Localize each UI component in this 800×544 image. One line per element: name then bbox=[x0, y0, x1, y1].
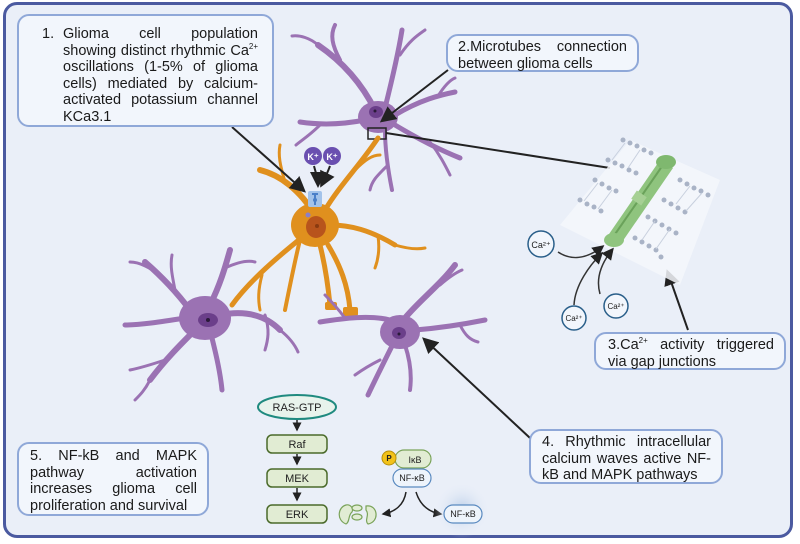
callout-1-text-a: Glioma cell population showing distinct … bbox=[63, 26, 258, 59]
callout-1-pointer bbox=[231, 126, 306, 193]
mek-node bbox=[266, 468, 328, 488]
callout-5-proliferation: 5. NF-kB and MAPK pathway activation inc… bbox=[17, 442, 209, 516]
raf-node bbox=[266, 434, 328, 454]
callout-1-ion-charge: 2+ bbox=[248, 41, 259, 51]
degraded-ikb-fragments bbox=[338, 504, 377, 525]
svg-text:NF-κB: NF-κB bbox=[450, 509, 476, 519]
callout-3-prefix: 3.Ca bbox=[608, 337, 639, 353]
svg-text:P: P bbox=[386, 454, 392, 463]
potassium-ion-2: K⁺ bbox=[323, 147, 341, 165]
callout-2-pointer bbox=[379, 69, 449, 123]
nfkb-complex: IκB P NF-κB bbox=[381, 449, 432, 488]
callout-2-text: 2.Microtubes connection between glioma c… bbox=[458, 39, 627, 72]
callout-5-text: 5. NF-kB and MAPK pathway activation inc… bbox=[30, 448, 197, 514]
erk-node bbox=[266, 504, 328, 524]
mapk-cascade: RAS-GTP Raf MEK ERK bbox=[257, 394, 337, 524]
svg-text:MEK: MEK bbox=[285, 473, 310, 485]
svg-text:RAS-GTP: RAS-GTP bbox=[273, 402, 322, 414]
callout-4-calcium-waves: 4. Rhythmic intracellular calcium waves … bbox=[529, 429, 723, 484]
callout-2-microtubes: 2.Microtubes connection between glioma c… bbox=[446, 34, 639, 72]
callout-1-ion: Ca bbox=[230, 42, 249, 59]
callout-4-text: 4. Rhythmic intracellular calcium waves … bbox=[542, 434, 711, 483]
svg-text:K⁺: K⁺ bbox=[326, 152, 337, 162]
ras-gtp-node bbox=[257, 394, 337, 420]
svg-text:NF-κB: NF-κB bbox=[399, 473, 425, 483]
callout-1-number: 1. bbox=[42, 26, 55, 42]
callout-4-pointer bbox=[422, 337, 531, 439]
astrocyte-top bbox=[290, 23, 463, 192]
svg-text:IκB: IκB bbox=[408, 455, 421, 465]
potassium-ion-1: K⁺ bbox=[304, 147, 322, 165]
callout-1-text-b: oscillations (1-5% of glioma cells) medi… bbox=[63, 59, 258, 125]
calcium-ion-3: Ca²⁺ bbox=[603, 293, 629, 319]
zoom-connector-line bbox=[385, 132, 611, 169]
svg-text:K⁺: K⁺ bbox=[307, 152, 318, 162]
callout-3-pointer bbox=[664, 269, 689, 331]
calcium-ion-2: Ca²⁺ bbox=[561, 305, 587, 331]
calcium-ion-1: Ca²⁺ bbox=[527, 230, 555, 258]
callout-3-text: activity triggered via gap junctions bbox=[608, 337, 774, 370]
svg-text:ERK: ERK bbox=[286, 509, 309, 521]
gap-junction-inset bbox=[560, 137, 720, 285]
callout-1-glioma-oscillations: 1. Glioma cell population showing distin… bbox=[17, 14, 274, 127]
svg-text:Raf: Raf bbox=[288, 439, 306, 451]
svg-text:Ca²⁺: Ca²⁺ bbox=[565, 314, 582, 323]
nfkb-released: NF-κB bbox=[443, 504, 483, 524]
svg-text:Ca²⁺: Ca²⁺ bbox=[607, 302, 624, 311]
svg-text:Ca²⁺: Ca²⁺ bbox=[531, 240, 551, 250]
callout-3-charge: 2+ bbox=[638, 336, 648, 345]
kca31-channel-icon bbox=[305, 191, 322, 218]
callout-3-gap-junctions: 3.Ca2+ activity triggered via gap juncti… bbox=[594, 332, 786, 370]
